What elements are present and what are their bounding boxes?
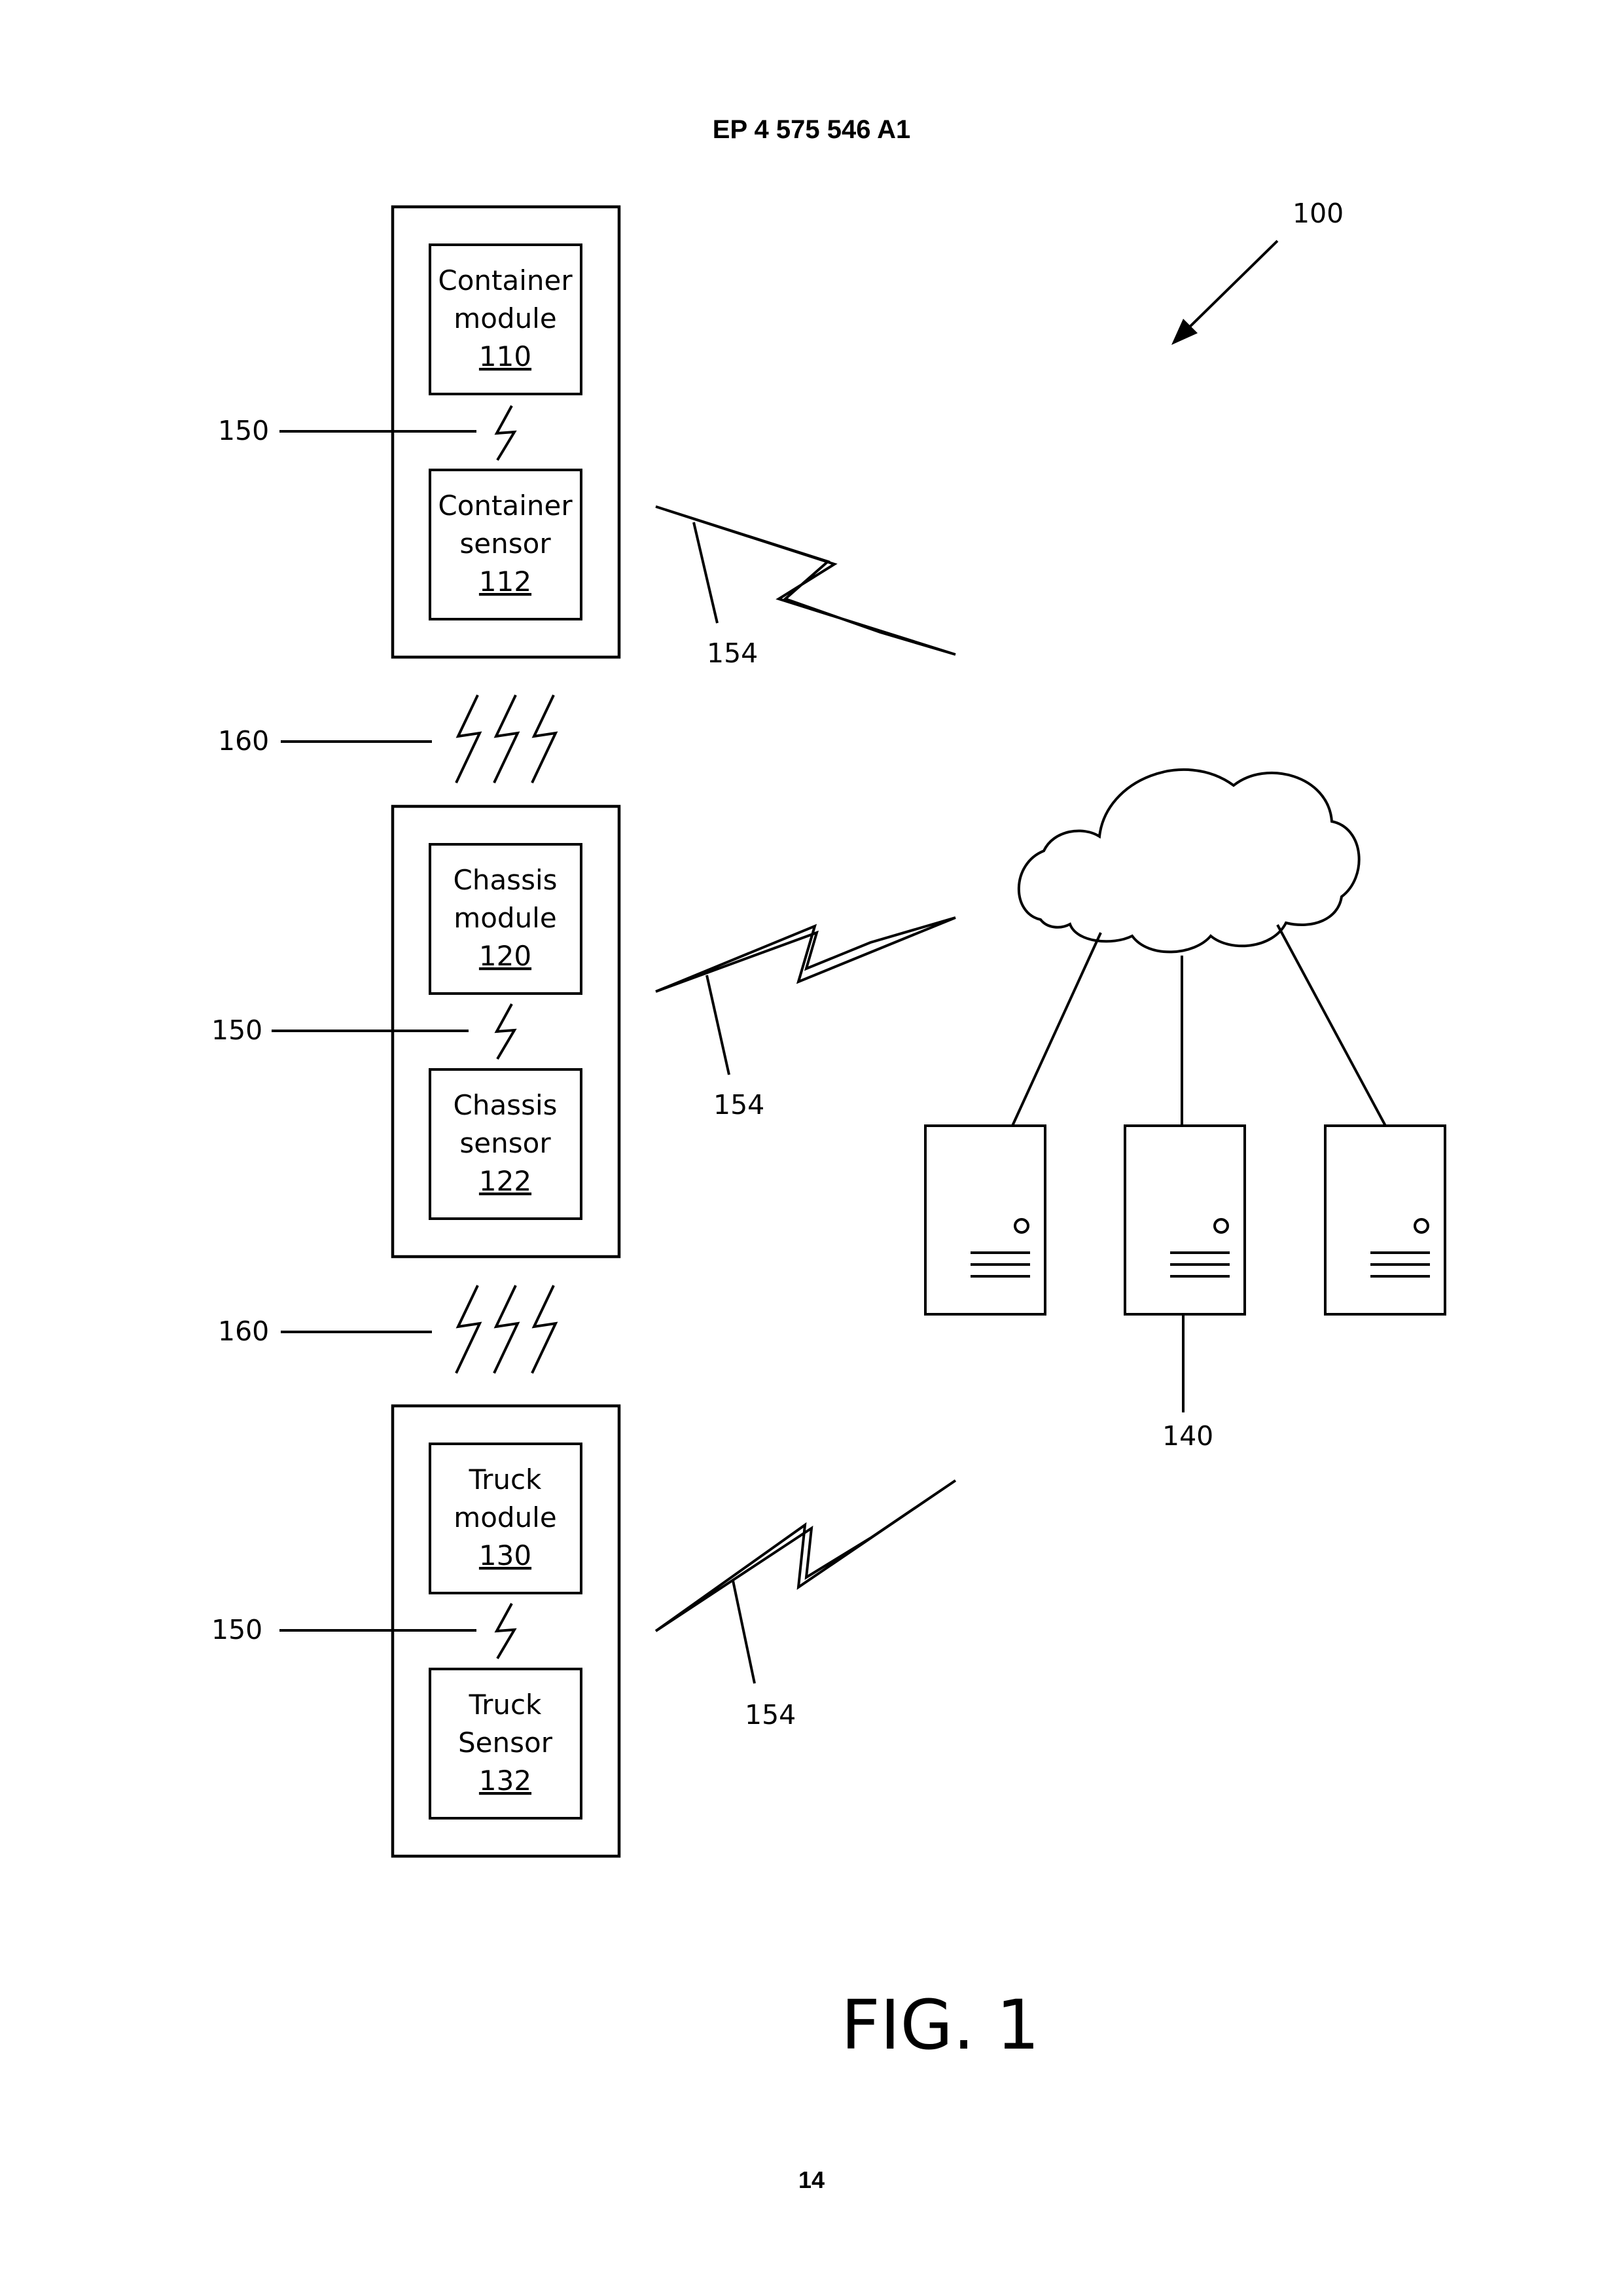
truck-internal-link-ref: 150	[211, 1614, 262, 1645]
container-unit: Container module 110 Container sensor 11…	[218, 207, 619, 657]
inter-unit-link-2: 160	[218, 1285, 556, 1373]
chassis-module-label-2: module	[454, 902, 556, 934]
server-1	[925, 1126, 1045, 1314]
network-cloud	[1019, 770, 1359, 952]
chassis-internal-link-ref: 150	[211, 1014, 262, 1046]
container-sensor-label-1: Container	[438, 490, 573, 522]
container-wireless-leader	[694, 522, 717, 623]
container-module-label-1: Container	[438, 264, 573, 296]
chassis-sensor-ref: 122	[479, 1165, 531, 1197]
system-ref-label: 100	[1293, 198, 1344, 229]
cloud-to-server-3-line	[1277, 925, 1385, 1126]
inter-unit-link-1-bolt-b	[494, 695, 518, 783]
truck-sensor-label-2: Sensor	[458, 1727, 553, 1759]
truck-module-label-2: module	[454, 1501, 556, 1534]
truck-wireless-link-bolt	[656, 1480, 955, 1631]
truck-wireless-ref: 154	[745, 1699, 796, 1731]
system-ref-arrow-line	[1181, 241, 1277, 335]
chassis-wireless-leader	[707, 975, 729, 1075]
server-1-body	[925, 1126, 1045, 1314]
truck-module-label-1: Truck	[469, 1463, 542, 1496]
chassis-module-ref: 120	[479, 940, 531, 972]
truck-module-ref: 130	[479, 1539, 531, 1571]
page-number: 14	[0, 2166, 1623, 2194]
chassis-sensor-label-1: Chassis	[454, 1089, 558, 1121]
truck-wireless-leader	[733, 1581, 755, 1683]
inter-unit-link-1-ref: 160	[218, 725, 269, 757]
server-2-body	[1125, 1126, 1245, 1314]
server-2	[1125, 1126, 1245, 1314]
container-internal-link-ref: 150	[218, 415, 269, 446]
truck-sensor-ref: 132	[479, 1765, 531, 1797]
inter-unit-link-2-ref: 160	[218, 1316, 269, 1347]
inter-unit-link-2-bolt-a	[456, 1285, 480, 1373]
server-ref-label: 140	[1162, 1420, 1213, 1452]
server-3-body	[1325, 1126, 1445, 1314]
cloud-to-server-1-line	[1012, 933, 1101, 1126]
container-wireless-ref: 154	[707, 637, 758, 669]
container-sensor-ref: 112	[479, 565, 531, 598]
inter-unit-link-1-bolt-a	[456, 695, 480, 783]
truck-sensor-label-1: Truck	[469, 1689, 542, 1721]
inter-unit-link-2-bolt-c	[532, 1285, 556, 1373]
inter-unit-link-2-bolt-b	[494, 1285, 518, 1373]
chassis-sensor-label-2: sensor	[459, 1127, 551, 1159]
container-module-label-2: module	[454, 302, 556, 334]
inter-unit-link-1-bolt-c	[532, 695, 556, 783]
container-wireless-link-bolt	[656, 507, 955, 655]
container-sensor-label-2: sensor	[459, 528, 551, 560]
chassis-wireless-link-bolt	[656, 918, 955, 992]
truck-unit: Truck module 130 Truck Sensor 132 150	[211, 1406, 619, 1856]
chassis-unit: Chassis module 120 Chassis sensor 122 15…	[211, 806, 619, 1257]
figure-label: FIG. 1	[841, 1985, 1039, 2065]
chassis-module-label-1: Chassis	[454, 864, 558, 896]
server-3	[1325, 1126, 1445, 1314]
container-module-ref: 110	[479, 340, 531, 372]
inter-unit-link-1: 160	[218, 695, 556, 783]
chassis-wireless-ref: 154	[713, 1089, 764, 1121]
